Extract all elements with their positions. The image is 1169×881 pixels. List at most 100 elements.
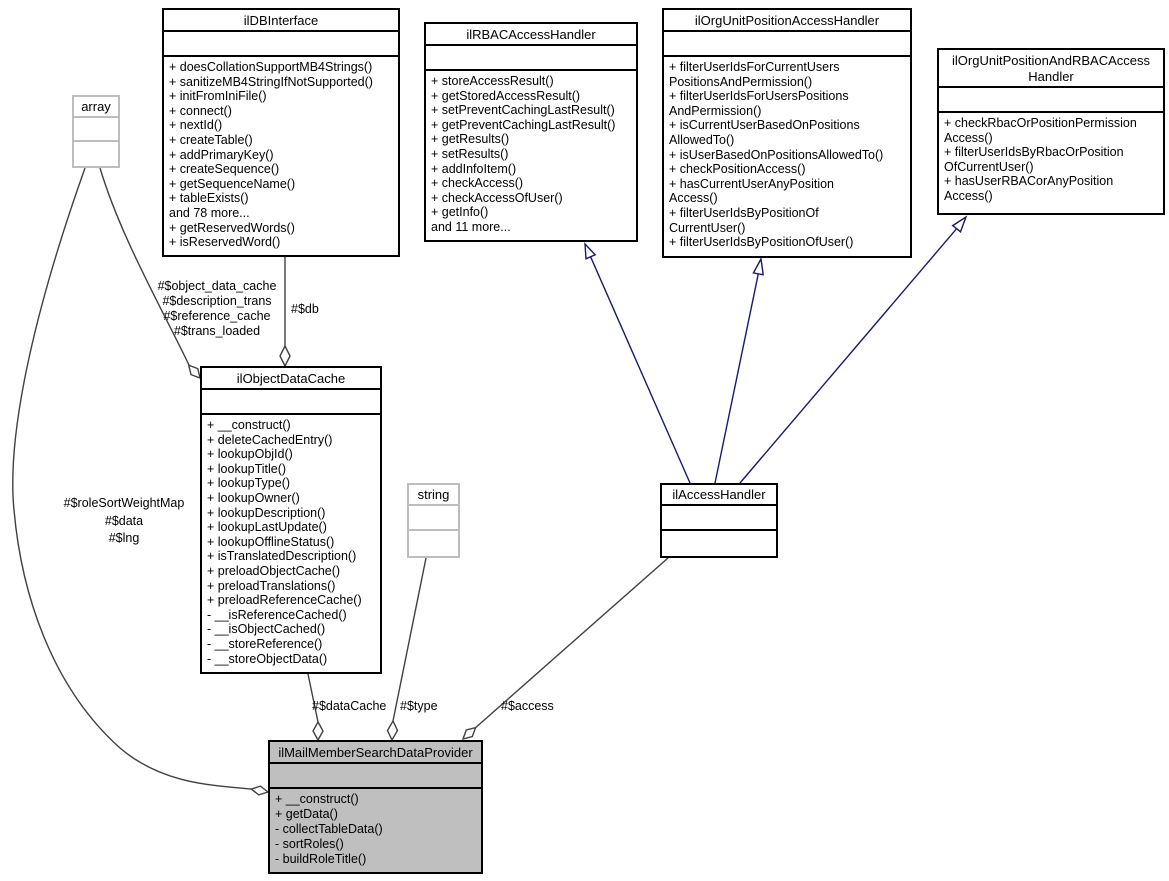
edge-label-access: #$access [501, 699, 554, 713]
member-line: + getSequenceName() [169, 176, 296, 191]
edge-array-provider [12, 167, 252, 790]
member-line: + hasCurrentUserAnyPosition [669, 176, 835, 191]
class-methods: + storeAccessResult()+ getStoredAccessRe… [426, 71, 636, 240]
edge-label-datacache: #$dataCache [312, 699, 387, 713]
member-line: + setResults() [431, 146, 509, 161]
member-line: + checkPositionAccess() [669, 162, 806, 177]
member-line: + doesCollationSupportMB4Strings() [169, 60, 373, 74]
member-line: + filterUserIdsByPositionOf [669, 205, 819, 220]
member-line: + getData() [275, 807, 338, 821]
member-line: + tableExists() [169, 191, 249, 206]
member-line: + checkAccessOfUser() [431, 190, 563, 205]
member-line: + filterUserIdsForUsersPositions [669, 89, 849, 104]
class-title: ilAccessHandler [662, 485, 776, 506]
member-line: + createTable() [169, 132, 253, 147]
aggregation-diamond-array-odc [187, 364, 201, 380]
member-line: + isCurrentUserBasedOnPositions [669, 118, 860, 133]
member-line: + filterUserIdsByRbacOrPosition [944, 145, 1124, 160]
member-line: + filterUserIdsForCurrentUsers [669, 60, 840, 74]
inheritance-arrowhead-orgunit-rbac [951, 215, 968, 233]
member-line: PositionsAndPermission() [669, 74, 813, 89]
aggregation-diamond-datacache [312, 720, 324, 742]
class-methods-empty [74, 142, 118, 167]
member-line: and 11 more... [431, 219, 511, 234]
class-attributes-empty [74, 118, 118, 142]
class-title: ilOrgUnitPositionAndRBACAccess Handler [939, 50, 1163, 88]
member-line: + isReservedWord() [169, 235, 281, 250]
class-attributes-empty [426, 46, 636, 71]
class-attributes-empty [409, 506, 458, 531]
member-line: + filterUserIdsByPositionOfUser() [669, 235, 854, 250]
member-line: + preloadTranslations() [207, 578, 336, 593]
edge-label-provider-array-members: #$roleSortWeightMap #$data #$lng [63, 496, 185, 545]
class-box-ilorgunitpositionaccesshandler[interactable]: ilOrgUnitPositionAccessHandler + filterU… [662, 8, 912, 258]
member-line: + preloadObjectCache() [207, 563, 341, 578]
inheritance-arrowhead-orgunit [752, 256, 765, 276]
member-line: AndPermission() [669, 103, 762, 118]
member-line: + getPreventCachingLastResult() [431, 117, 616, 132]
class-attributes-empty [164, 32, 398, 57]
member-line: - sortRoles() [275, 837, 344, 851]
member-line: and 78 more... [169, 205, 250, 220]
member-line: Access() [944, 188, 993, 203]
inheritance-edge-orgunit-rbac [739, 228, 958, 484]
edge-datacache [307, 673, 319, 723]
inheritance-arrowhead-rbac [584, 242, 597, 260]
class-attributes-empty [939, 88, 1163, 113]
class-box-ilmailmembersearchdataprovider: ilMailMemberSearchDataProvider + __const… [268, 740, 483, 874]
class-attributes-empty [662, 506, 776, 531]
member-line: + lookupType() [207, 476, 291, 491]
member-line: + lookupTitle() [207, 461, 287, 476]
class-box-ilobjectdatacache[interactable]: ilObjectDataCache + __construct()+ delet… [200, 366, 382, 674]
class-title: array [74, 97, 118, 118]
class-box-ildbinterface[interactable]: ilDBInterface + doesCollationSupportMB4S… [162, 8, 400, 257]
aggregation-diamond-access [461, 726, 477, 741]
member-line: + isUserBasedOnPositionsAllowedTo() [669, 147, 884, 162]
member-line: - __storeReference() [207, 636, 323, 651]
class-title: ilRBACAccessHandler [426, 24, 636, 46]
member-line: + nextId() [169, 118, 223, 133]
member-line: + preloadReferenceCache() [207, 593, 362, 608]
class-box-ilaccesshandler[interactable]: ilAccessHandler [660, 483, 778, 558]
aggregation-diamond-array-provider [249, 785, 270, 796]
class-methods-empty [409, 531, 458, 557]
member-line: + getStoredAccessResult() [431, 88, 581, 103]
class-box-array: array [72, 95, 120, 168]
class-methods: + __construct()+ deleteCachedEntry()+ lo… [202, 415, 380, 672]
member-line: + isTranslatedDescription() [207, 549, 357, 564]
member-line: + addPrimaryKey() [169, 147, 274, 162]
member-line: - __storeObjectData() [207, 651, 328, 666]
edge-access [475, 557, 669, 729]
member-line: + storeAccessResult() [431, 74, 554, 88]
class-box-string: string [407, 483, 460, 558]
member-line: + sanitizeMB4StringIfNotSupported() [169, 74, 373, 89]
member-line: + initFromIniFile() [169, 89, 267, 104]
class-methods: + __construct()+ getData()- collectTable… [270, 789, 481, 872]
member-line: + getInfo() [431, 205, 489, 220]
class-box-ilorgunitpositionandrbacaccesshandler[interactable]: ilOrgUnitPositionAndRBACAccess Handler +… [937, 48, 1165, 215]
member-line: - __isReferenceCached() [207, 607, 347, 622]
class-title: ilMailMemberSearchDataProvider [270, 742, 481, 764]
member-line: + connect() [169, 103, 232, 118]
member-line: + lookupDescription() [207, 505, 326, 520]
class-title: ilObjectDataCache [202, 368, 380, 390]
aggregation-diamond-type [386, 719, 399, 742]
inheritance-edge-orgunit [714, 273, 759, 484]
class-attributes-empty [664, 32, 910, 57]
member-line: + checkAccess() [431, 176, 524, 191]
member-line: + lookupObjId() [207, 447, 293, 462]
member-line: + deleteCachedEntry() [207, 432, 333, 447]
member-line: - collectTableData() [275, 822, 383, 836]
edge-array-objectdatacache [99, 167, 190, 366]
edge-label-type: #$type [400, 699, 438, 713]
class-attributes-empty [202, 390, 380, 415]
class-title: ilOrgUnitPositionAccessHandler [664, 10, 910, 32]
member-line: + lookupOfflineStatus() [207, 534, 335, 549]
edge-type [392, 557, 427, 722]
member-line: + __construct() [275, 792, 359, 806]
class-box-ilrbacaccesshandler[interactable]: ilRBACAccessHandler + storeAccessResult(… [424, 22, 638, 242]
edge-label-object-data-cache-members: #$object_data_cache #$description_trans … [157, 279, 277, 338]
member-line: + createSequence() [169, 162, 280, 177]
